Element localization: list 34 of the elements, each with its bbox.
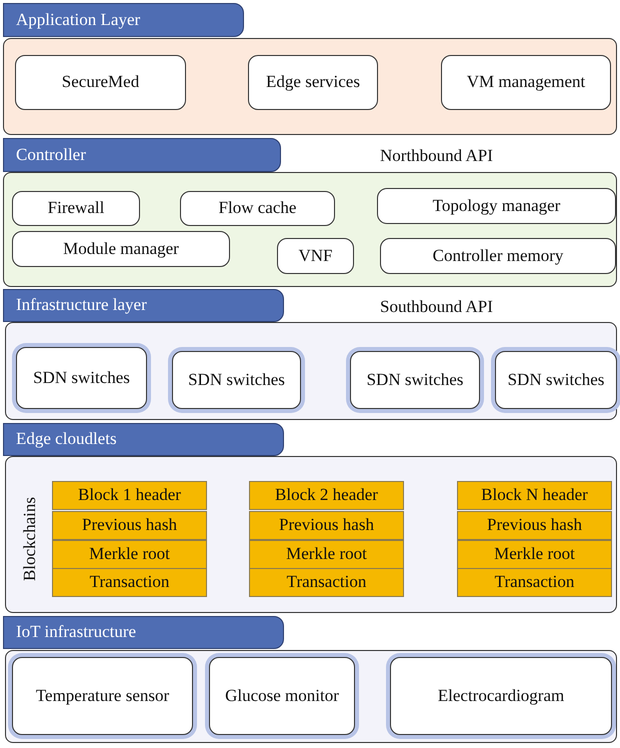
layer-tab: Edge cloudlets	[3, 423, 284, 456]
layer-panel	[3, 38, 617, 135]
block-field: Previous hash	[249, 511, 404, 540]
component-box: Firewall	[12, 191, 140, 226]
block-field: Block 1 header	[52, 481, 207, 510]
component-box: Controller memory	[380, 238, 616, 274]
block-field: Previous hash	[52, 511, 207, 540]
block-field: Merkle root	[52, 540, 207, 569]
component-box: Flow cache	[180, 191, 335, 226]
layer-tab: IoT infrastructure	[3, 616, 284, 649]
component-box: Module manager	[12, 231, 230, 267]
layer-panel	[5, 650, 617, 743]
api-label: Northbound API	[380, 146, 493, 166]
block-field: Transaction	[52, 568, 207, 597]
block-field: Block N header	[457, 481, 612, 510]
layer-panel	[3, 172, 617, 287]
block-field: Previous hash	[457, 511, 612, 540]
layer-tab: Infrastructure layer	[3, 289, 284, 322]
api-label: Southbound API	[380, 297, 493, 317]
component-box: Topology manager	[377, 188, 616, 224]
layer-tab: Application Layer	[3, 3, 244, 37]
component-box: SecureMed	[15, 55, 186, 110]
block-field: Merkle root	[457, 540, 612, 569]
block-field: Merkle root	[249, 540, 404, 569]
block-field: Transaction	[249, 568, 404, 597]
block-field: Block 2 header	[249, 481, 404, 510]
vertical-label: Blockchains	[20, 497, 40, 582]
layer-panel	[5, 456, 617, 613]
component-box: Edge services	[248, 55, 378, 110]
component-box: VM management	[441, 55, 611, 110]
component-box: VNF	[277, 238, 354, 274]
layer-tab: Controller	[3, 138, 281, 172]
layer-panel	[5, 322, 617, 420]
block-field: Transaction	[457, 568, 612, 597]
